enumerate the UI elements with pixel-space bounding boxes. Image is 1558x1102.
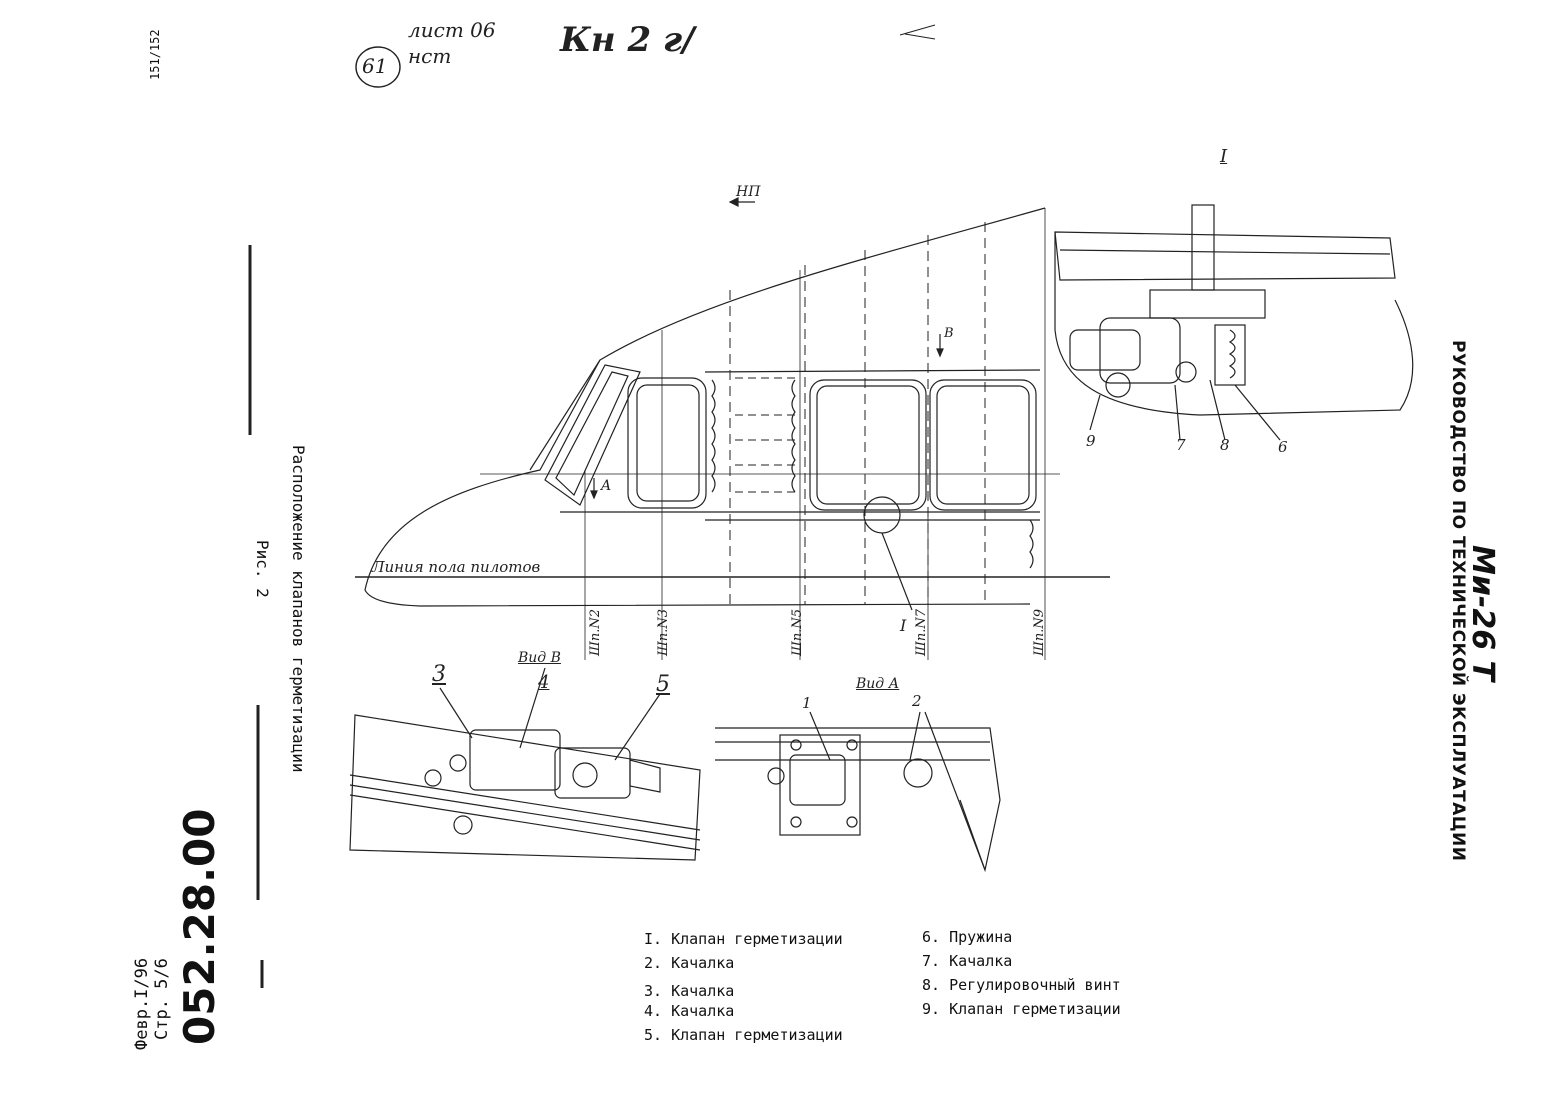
view-a-label: Вид А xyxy=(856,676,900,692)
frame-label: Шп.N5 xyxy=(790,609,805,656)
legend-item: 2. Качалка xyxy=(644,954,735,972)
callout-6: 6 xyxy=(1278,438,1288,456)
callout-2: 2 xyxy=(912,692,922,710)
callout-4: 4 xyxy=(538,672,550,693)
detail-i-drawing xyxy=(1054,204,1414,441)
page-number: Стр. 5/6 xyxy=(152,958,172,1040)
arrow-a-label: A xyxy=(601,478,612,494)
legend-item: 5. Клапан герметизации xyxy=(644,1026,843,1044)
frame-label: Шп.N9 xyxy=(1032,609,1047,656)
handwritten-code: Кн 2 г/ xyxy=(560,20,695,60)
detail-marker-callout: I xyxy=(900,616,907,635)
arrow-b-label: В xyxy=(944,326,954,341)
legend-item: 6. Пружина xyxy=(922,928,1013,946)
legend-item: 8. Регулировочный винт xyxy=(922,976,1121,994)
view-b-drawing xyxy=(349,667,701,861)
direction-label: НП xyxy=(736,184,761,200)
model-title: Ми-26 Т xyxy=(1465,545,1500,681)
callout-3: 3 xyxy=(432,662,446,687)
frame-label: Шп.N2 xyxy=(588,609,603,656)
manual-title: РУКОВОДСТВО ПО ТЕХНИЧЕСКОЙ ЭКСПЛУАТАЦИИ xyxy=(1448,340,1468,862)
handwritten-note-1: лист 06 xyxy=(408,18,496,42)
window-3 xyxy=(929,379,1037,511)
floor-line-label: Линия пола пилотов xyxy=(372,558,541,576)
callout-1: 1 xyxy=(802,694,812,712)
legend-item: I. Клапан герметизации xyxy=(644,930,843,948)
legend-right: 6. Пружина 7. Качалка 8. Регулировочный … xyxy=(922,928,1121,1024)
callout-5: 5 xyxy=(656,672,670,697)
windshield xyxy=(544,364,641,506)
view-b-label: Вид В xyxy=(518,650,561,666)
callout-8: 8 xyxy=(1220,436,1230,454)
circled-number: 61 xyxy=(362,54,388,78)
doc-number: 052.28.00 xyxy=(175,808,224,1045)
legend-left: I. Клапан герметизации 2. Качалка 3. Кач… xyxy=(644,930,843,1050)
legend-item: 4. Качалка xyxy=(644,1002,735,1020)
handwritten-note-2: нст xyxy=(408,44,452,68)
callout-9: 9 xyxy=(1086,432,1096,450)
figure-title: Расположение клапанов герметизации xyxy=(289,445,308,773)
detail-marker-top: I xyxy=(1220,146,1228,167)
side-number: 151/152 xyxy=(148,29,162,80)
frame-label: Шп.N7 xyxy=(914,609,929,656)
window-1 xyxy=(627,377,707,509)
view-a-drawing xyxy=(715,711,1001,873)
detail-circle xyxy=(863,496,901,534)
frame-label: Шп.N3 xyxy=(656,609,671,656)
legend-item: 9. Клапан герметизации xyxy=(922,1000,1121,1018)
fuselage-outline xyxy=(364,207,1046,607)
window-2 xyxy=(809,379,927,511)
callout-7: 7 xyxy=(1176,436,1186,454)
revision-date: Февр.I/96 xyxy=(132,957,152,1050)
legend-item: 3. Качалка xyxy=(644,982,735,1000)
legend-item: 7. Качалка xyxy=(922,952,1013,970)
figure-number: Рис. 2 xyxy=(253,540,272,598)
